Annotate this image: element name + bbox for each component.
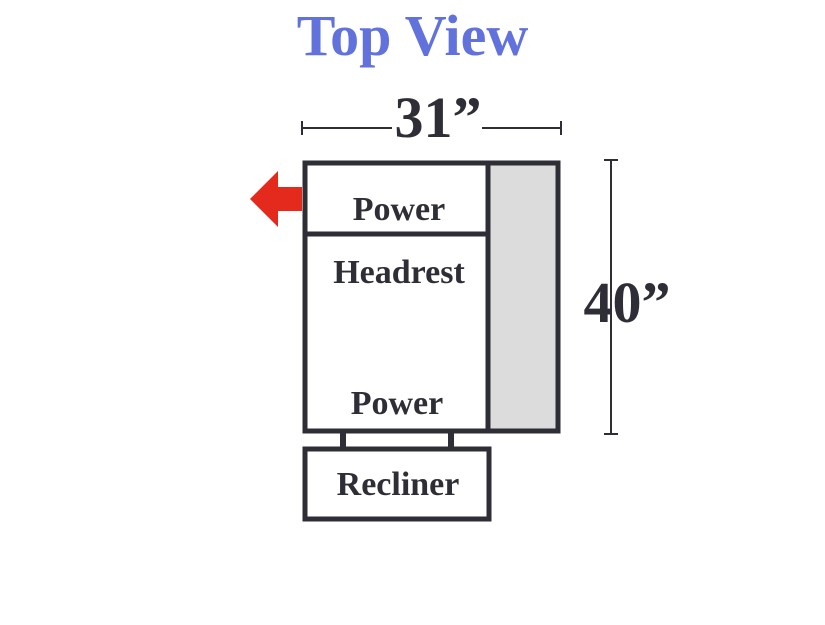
power-headrest-top-label: Power xyxy=(353,191,446,228)
arrow-left-icon xyxy=(250,171,302,227)
page-title: Top View xyxy=(296,3,529,68)
power-seat-label: Power xyxy=(351,385,444,422)
headrest-label: Headrest xyxy=(333,254,465,291)
recliner-footrest xyxy=(302,446,492,522)
arm-rest xyxy=(485,160,561,434)
recliner-connector-right xyxy=(448,431,454,448)
depth-dimension-label: 40” xyxy=(584,270,671,335)
width-dimension-label: 31” xyxy=(395,85,482,150)
width-dimension-line xyxy=(301,121,562,135)
recliner-label: Recliner xyxy=(337,466,460,503)
depth-dimension-line xyxy=(604,159,618,435)
recliner-connector-left xyxy=(340,431,346,448)
